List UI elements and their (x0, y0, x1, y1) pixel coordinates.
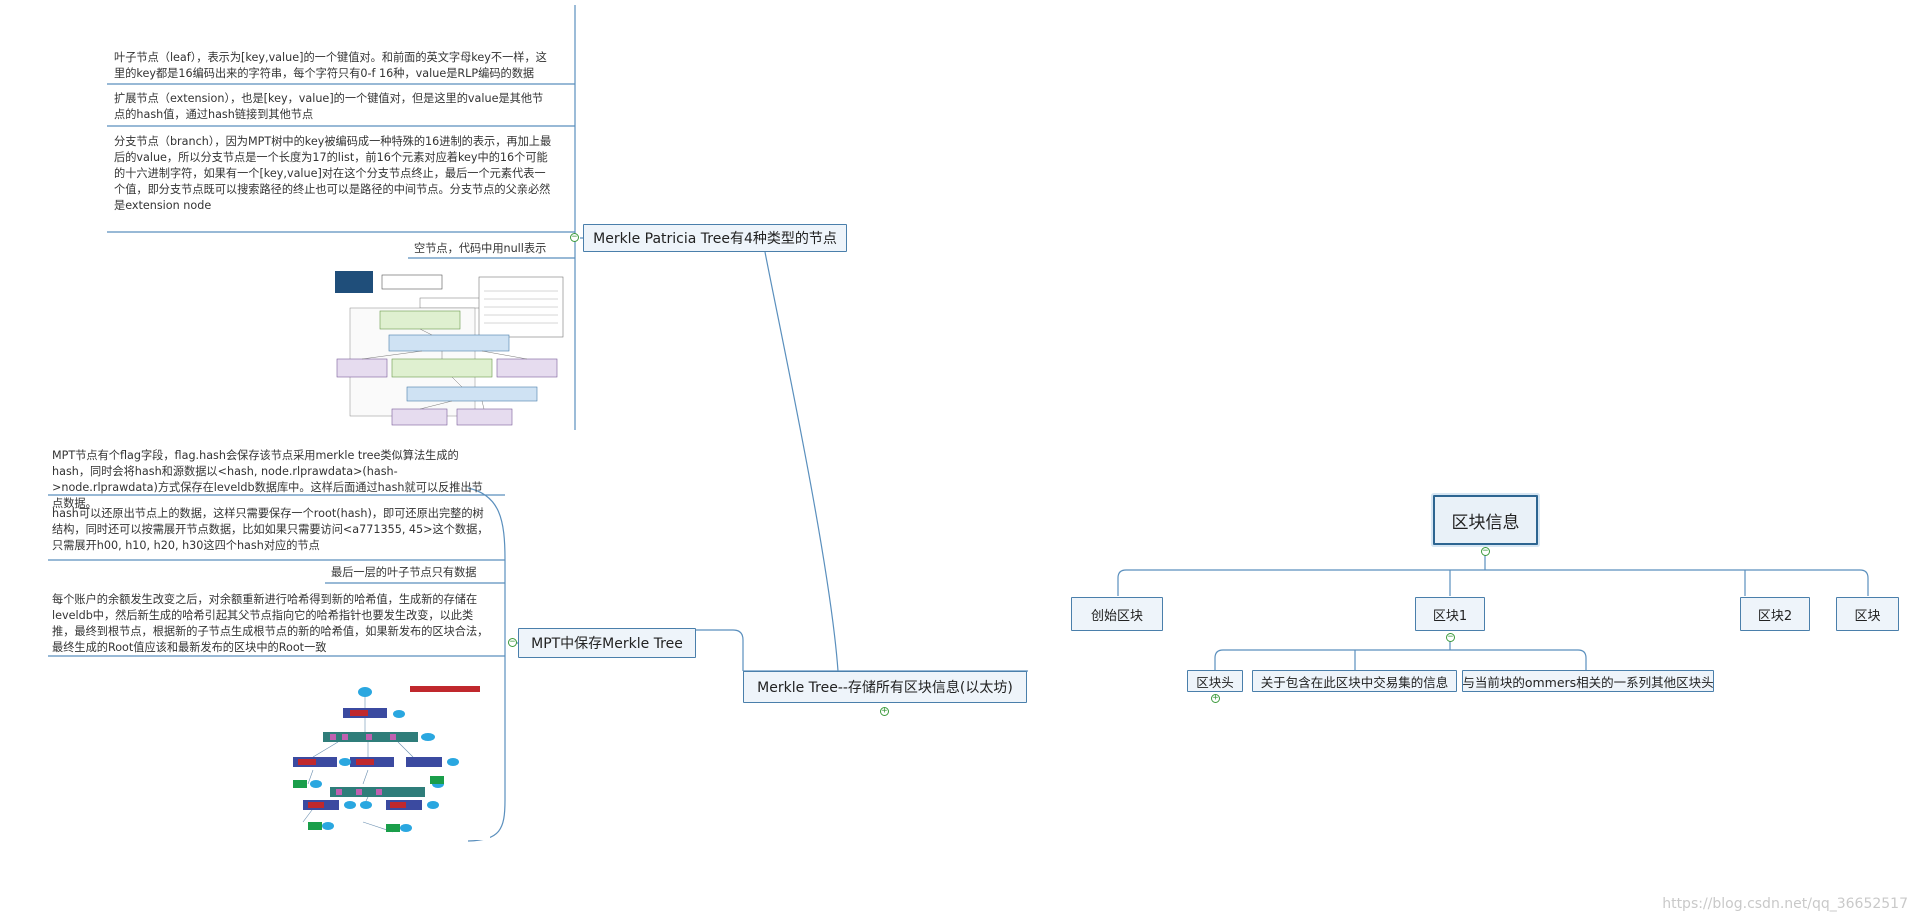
block-header-node[interactable]: 区块头 (1187, 670, 1243, 692)
block-1-node[interactable]: 区块1 (1415, 597, 1485, 631)
leaf-node-note: 叶子节点（leaf），表示为[key,value]的一个键值对。和前面的英文字母… (114, 51, 547, 80)
last-leaf-note: 最后一层的叶子节点只有数据 (331, 566, 477, 579)
watermark: https://blog.csdn.net/qq_36652517 (1662, 896, 1908, 912)
branch-node-note: 分支节点（branch），因为MPT树中的key被编码成一种特殊的16进制的表示… (114, 135, 552, 212)
expand-toggle-icon[interactable]: + (1211, 693, 1220, 703)
collapse-toggle-icon[interactable]: − (508, 637, 517, 647)
mpt-save-merkle-topic[interactable]: MPT中保存Merkle Tree (518, 628, 696, 658)
mpt-node-types-topic[interactable]: Merkle Patricia Tree有4种类型的节点 (583, 224, 847, 252)
transactions-info-node[interactable]: 关于包含在此区块中交易集的信息 (1252, 670, 1457, 692)
collapse-toggle-icon[interactable]: − (1481, 546, 1490, 556)
block-info-root[interactable]: 区块信息 (1433, 495, 1538, 545)
block-2-node[interactable]: 区块2 (1740, 597, 1810, 631)
collapse-toggle-icon[interactable]: − (570, 232, 579, 242)
hash-restore-note: hash可以还原出节点上的数据，这样只需要保存一个root(hash)，即可还原… (52, 507, 489, 552)
mpt-structure-figure (332, 263, 567, 429)
ommers-headers-node[interactable]: 与当前块的ommers相关的一系列其他区块头 (1462, 670, 1714, 692)
flag-hash-note: MPT节点有个flag字段，flag.hash会保存该节点采用merkle tr… (52, 449, 483, 510)
merkle-hash-tree-figure (268, 672, 490, 840)
genesis-block-node[interactable]: 创始区块 (1071, 597, 1163, 631)
collapse-toggle-icon[interactable]: − (1446, 632, 1455, 642)
merkle-tree-topic[interactable]: Merkle Tree--存储所有区块信息(以太坊) (743, 671, 1027, 703)
balance-change-note: 每个账户的余额发生改变之后，对余额重新进行哈希得到新的哈希值，生成新的存储在le… (52, 593, 489, 654)
block-node[interactable]: 区块 (1836, 597, 1899, 631)
expand-toggle-icon[interactable]: + (880, 706, 889, 716)
empty-node-note: 空节点，代码中用null表示 (414, 242, 547, 255)
extension-node-note: 扩展节点（extension），也是[key，value]的一个键值对，但是这里… (114, 92, 544, 121)
